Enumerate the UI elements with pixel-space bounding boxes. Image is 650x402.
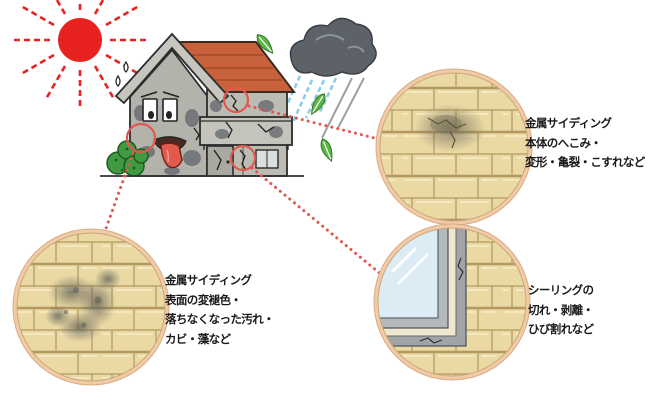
connector-line — [250, 166, 390, 282]
connector-lines — [102, 104, 390, 282]
weathered-house-icon — [100, 32, 304, 177]
caption-line: 落ちなくなった汚れ・ — [165, 312, 275, 326]
caption-line: 金属サイディング — [165, 273, 252, 287]
leaf-icon — [311, 93, 326, 116]
mouth-tongue — [153, 136, 187, 169]
wall-cracks — [193, 94, 275, 171]
leaf-icon — [256, 34, 274, 54]
sun-disc — [58, 18, 102, 62]
gable-trim — [114, 32, 230, 105]
connector-line — [102, 151, 135, 236]
rain-cloud-icon — [280, 17, 377, 139]
sealing-caption: シーリングの 切れ・剥離・ ひび割れなど — [528, 281, 594, 340]
damage-markers — [125, 86, 257, 172]
siding-surface-closeup — [12, 228, 170, 386]
caption-line: ひび割れなど — [528, 322, 594, 336]
caption-line: 表面の変褪色・ — [165, 292, 242, 307]
cloud-shape — [289, 17, 377, 77]
connector-line — [247, 104, 384, 142]
leaf-icon — [320, 138, 333, 163]
marker-circle — [125, 122, 157, 154]
wind-lines — [321, 77, 365, 139]
bush-icon — [106, 140, 149, 177]
caption-line: 変形・亀裂・こすれなど — [525, 155, 645, 169]
siding-surface-caption: 金属サイディング 表面の変褪色・ 落ちなくなった汚れ・ カビ・藻など — [165, 271, 275, 349]
balcony — [199, 116, 293, 150]
sun-icon — [12, 0, 148, 108]
caption-line: 金属サイディング — [525, 116, 612, 130]
caption-line: 切れ・剥離・ — [528, 302, 594, 317]
window-eyes — [140, 91, 180, 122]
siding-dent-closeup — [375, 68, 533, 226]
sweat-drops — [115, 60, 129, 87]
sealing-cracks — [419, 257, 464, 344]
marker-circle — [222, 86, 250, 114]
sealing-closeup — [373, 223, 531, 381]
sun-rays — [12, 0, 148, 108]
marker-circle — [229, 144, 257, 172]
caption-line: カビ・藻など — [165, 331, 231, 346]
leaves — [256, 34, 333, 163]
caption-line: 本体のへこみ・ — [525, 135, 602, 150]
caption-line: シーリングの — [528, 283, 594, 297]
mold-stains — [45, 268, 121, 342]
siding-damage-caption: 金属サイディング 本体のへこみ・ 変形・亀裂・こすれなど — [525, 114, 645, 173]
